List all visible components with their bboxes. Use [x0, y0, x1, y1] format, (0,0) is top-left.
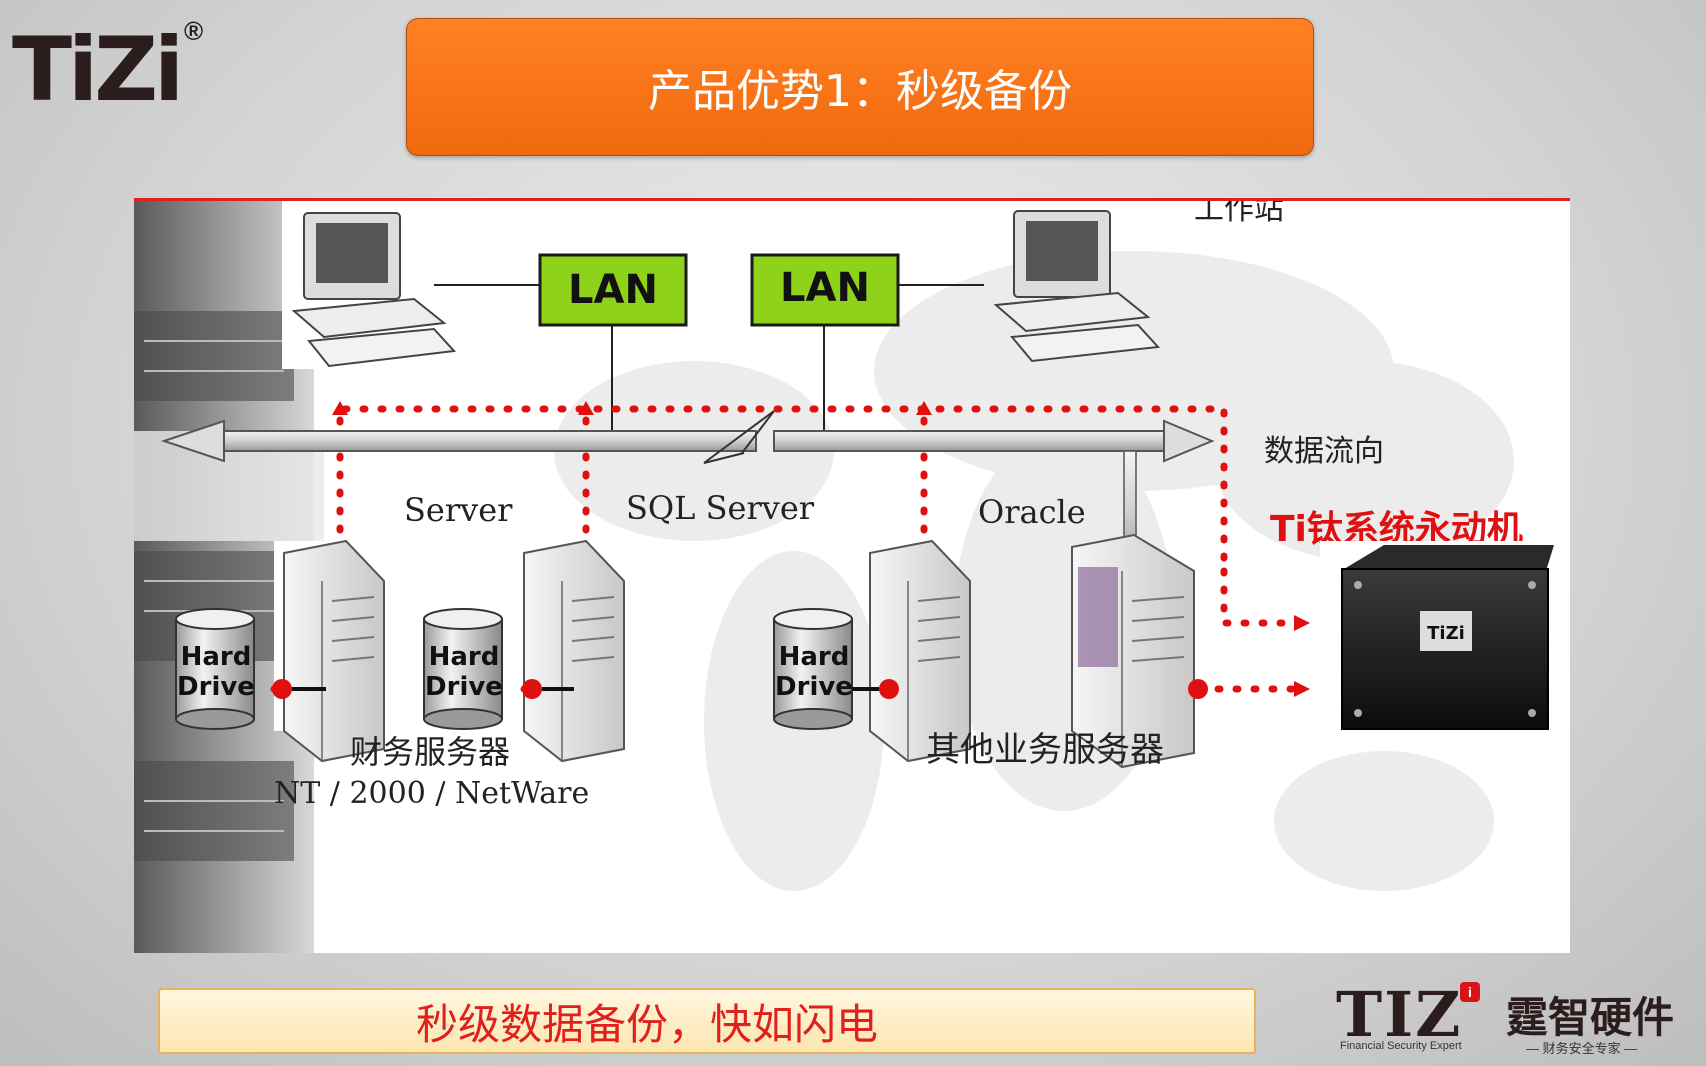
connection-dots: [272, 679, 1208, 699]
registered-mark: ®: [184, 16, 204, 46]
hard-drive-3-line1: Hard: [779, 642, 850, 672]
slide-title: 产品优势1：秒级备份: [648, 66, 1072, 117]
hard-drive-2-line1: Hard: [429, 642, 500, 672]
tizi-logo: TiZi ®: [12, 16, 212, 120]
brand-tagline: Financial Security Expert: [1340, 1040, 1462, 1052]
slide-title-box: 产品优势1：秒级备份: [406, 18, 1314, 156]
hard-drive-1: Hard Drive: [175, 608, 255, 730]
network-backbone: [160, 410, 1215, 572]
server-tower-4: [1071, 533, 1195, 769]
flow-arrowheads: [332, 401, 1310, 697]
brand-chinese-tagline: — 财务安全专家 —: [1526, 1041, 1638, 1056]
other-servers-label: 其他业务服务器: [926, 730, 1164, 770]
finance-servers-label: 财务服务器: [350, 733, 510, 771]
server-tower-3: [869, 539, 971, 763]
hard-drive-1-line1: Hard: [181, 642, 252, 672]
lan-label-right: LAN: [780, 265, 870, 311]
lan-box-right: [750, 253, 900, 327]
server-tower-1: [274, 539, 385, 763]
hard-drive-3: Hard Drive: [773, 608, 853, 730]
banner-text: 秒级数据备份，快如闪电: [415, 999, 878, 1049]
server-tower-2: [523, 539, 625, 763]
os-label: NT / 2000 / NetWare: [274, 776, 589, 811]
network-diagram: 工作站 LAN LAN: [134, 198, 1570, 953]
hard-drive-3-line2: Drive: [775, 672, 853, 702]
brand-badge: i: [1460, 982, 1480, 1002]
workstation-label: 工作站: [1194, 201, 1284, 227]
brand-footer-logo: TIZ i Financial Security Expert 霆智硬件 — 财…: [1336, 978, 1686, 1062]
lan-box-left: [538, 253, 688, 327]
hard-drive-2: Hard Drive: [423, 608, 503, 730]
lan-label-left: LAN: [568, 267, 658, 313]
hard-drive-1-line2: Drive: [177, 672, 255, 702]
data-flow-label: 数据流向: [1264, 434, 1384, 469]
oracle-label: Oracle: [978, 493, 1086, 531]
diagram-canvas: 工作站 LAN LAN: [134, 201, 1560, 953]
server-label: Server: [404, 491, 513, 529]
brand-chinese: 霆智硬件: [1506, 993, 1675, 1042]
ti-backup-device-image: TiZi: [1320, 541, 1560, 741]
bottom-banner: 秒级数据备份，快如闪电: [158, 988, 1256, 1054]
workstation-right-icon: [993, 210, 1161, 363]
sql-server-label: SQL Server: [626, 489, 815, 527]
device-logo: TiZi: [1427, 623, 1465, 644]
workstation-left-icon: [282, 201, 457, 369]
brand-latin: TIZ: [1336, 978, 1463, 1051]
hard-drive-2-line2: Drive: [425, 672, 503, 702]
logo-wordmark: TiZi: [12, 18, 184, 121]
